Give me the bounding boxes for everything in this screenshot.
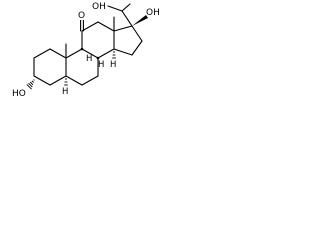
c20-oh-label: OH — [92, 2, 106, 12]
c11-ketone — [80, 18, 84, 32]
c3-ho-label: HO — [12, 89, 26, 99]
c17-oh-wedge — [132, 15, 148, 26]
c9-h-label: H — [86, 54, 92, 64]
side-chain — [107, 3, 133, 27]
c8-h-label: H — [98, 60, 104, 70]
c8-h-dot — [96, 56, 100, 60]
steroid-structure-diagram: O OH OH HO H H H H — [12, 2, 160, 99]
c17-oh-label: OH — [146, 8, 160, 18]
ring-c — [81, 21, 115, 59]
c14-h-hashed — [112, 51, 116, 59]
c9-h-dot — [80, 47, 84, 51]
ketone-oxygen-label: O — [78, 11, 85, 21]
c14-h-label: H — [110, 60, 116, 70]
ring-d — [113, 25, 143, 56]
c5-h-hashed — [64, 78, 68, 86]
ring-b — [65, 48, 99, 86]
c5-h-label: H — [62, 87, 68, 97]
ring-a — [33, 48, 67, 86]
c3-hashed-bond — [26, 79, 35, 90]
